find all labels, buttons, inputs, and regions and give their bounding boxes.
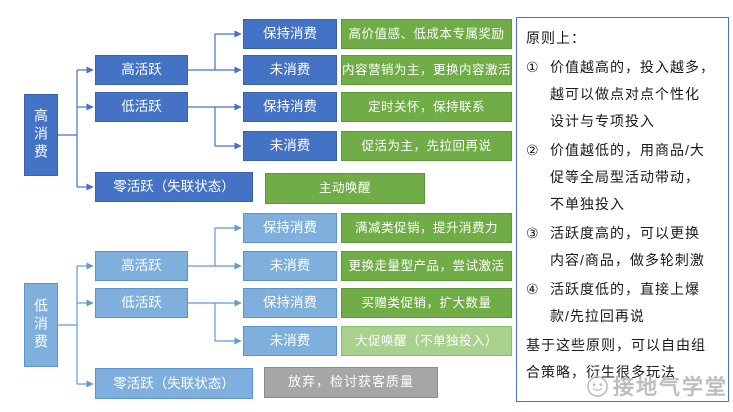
node-low-consumption-high-active: 高活跃: [95, 251, 188, 281]
strategy-label: 更换走量型产品，尝试激活: [348, 258, 505, 273]
strategy-box: 内容营销为主，更换内容激活: [341, 55, 512, 85]
strategy-label: 大促唤醒（不单独投入）: [354, 333, 498, 348]
node-low-consumption-zero-active: 零活跃（失联状态）: [95, 368, 253, 399]
smiley-logo-icon: [587, 375, 608, 397]
node-label: 零活跃（失联状态）: [113, 375, 235, 391]
node-label: 未消费: [269, 333, 311, 349]
principles-title: 原则上：: [526, 30, 586, 46]
node-low-consumption-low-active: 低活跃: [95, 288, 188, 318]
node-high-consumption-low-active: 低活跃: [95, 92, 188, 122]
leaf-keep-consuming: 保持消费: [243, 19, 337, 49]
principle-text: 价值越高的，投入越多， 越可以做点对点个性化 设计与专项投入: [550, 59, 715, 129]
node-label: 未消费: [269, 138, 311, 154]
principle-text: 活跃度低的，直接上爆 款/先拉回再说: [550, 281, 700, 324]
strategy-label: 定时关怀，保持联系: [367, 99, 485, 114]
leaf-keep-consuming: 保持消费: [243, 288, 337, 318]
principle-item-1: ① 价值越高的，投入越多， 越可以做点对点个性化 设计与专项投入: [526, 54, 720, 135]
strategy-label: 高价值感、低成本专属奖励: [348, 26, 505, 41]
leaf-not-consuming: 未消费: [243, 131, 337, 161]
principle-text: 活跃度高的，可以更换 内容/商品，做多轮刺激: [550, 225, 705, 268]
strategy-label: 主动唤醒: [318, 181, 371, 196]
node-label: 高活跃: [121, 62, 162, 78]
strategy-box: 高价值感、低成本专属奖励: [341, 19, 512, 49]
watermark-text: 接地气学堂: [613, 376, 728, 399]
node-label: 未消费: [269, 62, 311, 78]
leaf-keep-consuming: 保持消费: [243, 213, 337, 243]
node-high-consumption-high-active: 高活跃: [95, 55, 188, 85]
leaf-not-consuming: 未消费: [243, 55, 337, 85]
principle-number: ③: [526, 225, 540, 241]
node-low-consumption: 低消费: [24, 283, 58, 367]
strategy-label: 放弃，检讨获客质量: [287, 374, 414, 390]
strategy-box: 定时关怀，保持联系: [341, 92, 512, 122]
strategy-box-give-up: 放弃，检讨获客质量: [264, 367, 438, 398]
strategy-box-promo-wakeup: 大促唤醒（不单独投入）: [341, 326, 512, 356]
strategy-box: 更换走量型产品，尝试激活: [341, 251, 512, 281]
watermark: 接地气学堂: [586, 371, 728, 401]
leaf-keep-consuming: 保持消费: [243, 92, 337, 122]
principle-item-4: ④ 活跃度低的，直接上爆 款/先拉回再说: [526, 276, 720, 330]
principle-text: 价值越低的，用商品/大 促等全局型活动带动， 不单独投入: [550, 142, 705, 212]
node-label: 保持消费: [263, 99, 317, 115]
node-high-consumption-zero-active: 零活跃（失联状态）: [95, 172, 253, 202]
strategy-box: 促活为主，先拉回再说: [341, 131, 512, 161]
strategy-box: 买赠类促销，扩大数量: [341, 288, 512, 318]
leaf-not-consuming: 未消费: [243, 326, 337, 356]
node-label: 高活跃: [121, 258, 162, 274]
principle-number: ②: [526, 142, 540, 158]
strategy-label: 内容营销为主，更换内容激活: [342, 62, 512, 77]
node-label: 保持消费: [263, 26, 317, 42]
node-label: 未消费: [269, 258, 311, 274]
principle-item-2: ② 价值越低的，用商品/大 促等全局型活动带动， 不单独投入: [526, 137, 720, 218]
principle-number: ④: [526, 281, 540, 297]
strategy-label: 满减类促销，提升消费力: [354, 220, 498, 235]
node-label: 低消费: [33, 298, 50, 352]
principles-panel: 原则上： ① 价值越高的，投入越多， 越可以做点对点个性化 设计与专项投入 ② …: [516, 17, 729, 402]
strategy-label: 促活为主，先拉回再说: [361, 138, 492, 153]
node-label: 保持消费: [263, 295, 317, 311]
strategy-box: 满减类促销，提升消费力: [341, 213, 512, 243]
strategy-label: 买赠类促销，扩大数量: [361, 295, 492, 310]
node-high-consumption: 高消费: [24, 94, 58, 176]
principle-item-3: ③ 活跃度高的，可以更换 内容/商品，做多轮刺激: [526, 220, 720, 274]
node-label: 保持消费: [263, 220, 317, 236]
leaf-not-consuming: 未消费: [243, 251, 337, 281]
node-label: 低活跃: [121, 295, 162, 311]
strategy-box-active-wakeup: 主动唤醒: [265, 173, 425, 204]
node-label: 低活跃: [121, 99, 162, 115]
principles-footer: 基于这些原则，可以自由组 合策略，衍生很多玩法: [526, 337, 706, 380]
principle-number: ①: [526, 59, 540, 75]
node-label: 零活跃（失联状态）: [113, 179, 235, 195]
node-label: 高消费: [33, 108, 50, 162]
